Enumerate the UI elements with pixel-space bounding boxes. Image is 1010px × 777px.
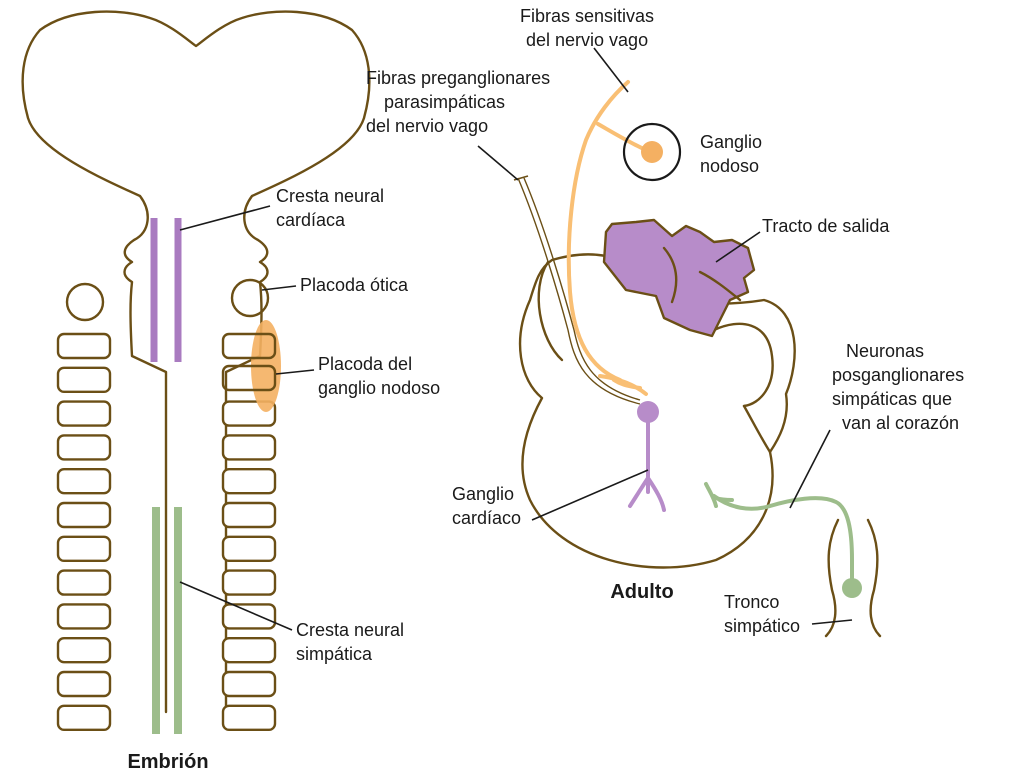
somites-left bbox=[58, 334, 110, 730]
somite-right-6 bbox=[223, 503, 275, 527]
somite-right-5 bbox=[223, 469, 275, 493]
somite-left-1 bbox=[58, 334, 110, 358]
somite-left-2 bbox=[58, 368, 110, 392]
label-postgang-line2: posganglionares bbox=[832, 365, 964, 385]
nodose-ganglion-body bbox=[641, 141, 663, 163]
leader-otic-placode bbox=[262, 286, 296, 290]
label-pregang-line3: del nervio vago bbox=[366, 116, 488, 136]
otic-placode-right bbox=[232, 280, 268, 316]
somite-left-12 bbox=[58, 706, 110, 730]
leader-sensory-fibers bbox=[594, 48, 628, 92]
label-pregang-line2: parasimpáticas bbox=[384, 92, 505, 112]
sympathetic-trunk-left bbox=[826, 520, 838, 636]
label-cardiac-line1: Ganglio bbox=[452, 484, 514, 504]
leader-sympathetic-trunk bbox=[812, 620, 852, 624]
leader-nodose-placode bbox=[276, 370, 314, 374]
label-trunk-line1: Tronco bbox=[724, 592, 779, 612]
label-cardiac-line2: cardíaco bbox=[452, 508, 521, 528]
somite-right-12 bbox=[223, 706, 275, 730]
leader-preganglionic-fibers bbox=[478, 146, 518, 180]
sympathetic-trunk-right bbox=[868, 520, 880, 636]
label-sympathetic-crest-line2: simpática bbox=[296, 644, 373, 664]
label-postgang-line4: van al corazón bbox=[842, 413, 959, 433]
embryo-title: Embrión bbox=[127, 751, 208, 773]
somite-left-5 bbox=[58, 469, 110, 493]
label-otic-placode: Placoda ótica bbox=[300, 275, 409, 295]
heart-ventricle-line bbox=[744, 406, 770, 452]
somite-right-10 bbox=[223, 638, 275, 662]
adult-title: Adulto bbox=[610, 581, 673, 603]
label-nodose-line2: nodoso bbox=[700, 156, 759, 176]
somite-right-11 bbox=[223, 672, 275, 696]
heart-auricle-right bbox=[714, 324, 773, 406]
label-sensory-line2: del nervio vago bbox=[526, 30, 648, 50]
label-postgang-line1: Neuronas bbox=[846, 341, 924, 361]
somite-right-4 bbox=[223, 435, 275, 459]
somite-left-11 bbox=[58, 672, 110, 696]
label-trunk-line2: simpático bbox=[724, 616, 800, 636]
somites-right bbox=[223, 402, 275, 730]
somite-right-8 bbox=[223, 571, 275, 595]
somite-left-6 bbox=[58, 503, 110, 527]
preganglionic-fiber-1 bbox=[518, 178, 640, 404]
preganglionic-fiber-2 bbox=[524, 178, 640, 400]
sympathetic-trunk-neuron bbox=[842, 578, 862, 598]
outflow-tract bbox=[604, 220, 754, 336]
somite-left-10 bbox=[58, 638, 110, 662]
somite-right-7 bbox=[223, 537, 275, 561]
cardiac-ganglion-axon bbox=[630, 420, 664, 510]
somite-left-4 bbox=[58, 435, 110, 459]
somite-right-9 bbox=[223, 604, 275, 628]
label-sympathetic-crest-line1: Cresta neural bbox=[296, 620, 404, 640]
label-nodose-placode-line2: ganglio nodoso bbox=[318, 378, 440, 398]
label-postgang-line3: simpáticas que bbox=[832, 389, 952, 409]
label-outflow-tract: Tracto de salida bbox=[762, 216, 890, 236]
somite-left-3 bbox=[58, 402, 110, 426]
somite-left-7 bbox=[58, 537, 110, 561]
otic-placode-left bbox=[67, 284, 103, 320]
somite-left-9 bbox=[58, 604, 110, 628]
label-cardiac-crest-line1: Cresta neural bbox=[276, 186, 384, 206]
label-cardiac-crest-line2: cardíaca bbox=[276, 210, 346, 230]
adult-figure: Fibras sensitivas del nervio vago Fibras… bbox=[366, 6, 964, 636]
leader-cardiac-crest bbox=[180, 206, 270, 230]
label-nodose-placode-line1: Placoda del bbox=[318, 354, 412, 374]
label-pregang-line1: Fibras preganglionares bbox=[366, 68, 550, 88]
somite-left-8 bbox=[58, 571, 110, 595]
leader-cardiac-ganglion bbox=[532, 470, 648, 520]
label-sensory-line1: Fibras sensitivas bbox=[520, 6, 654, 26]
label-nodose-line1: Ganglio bbox=[700, 132, 762, 152]
